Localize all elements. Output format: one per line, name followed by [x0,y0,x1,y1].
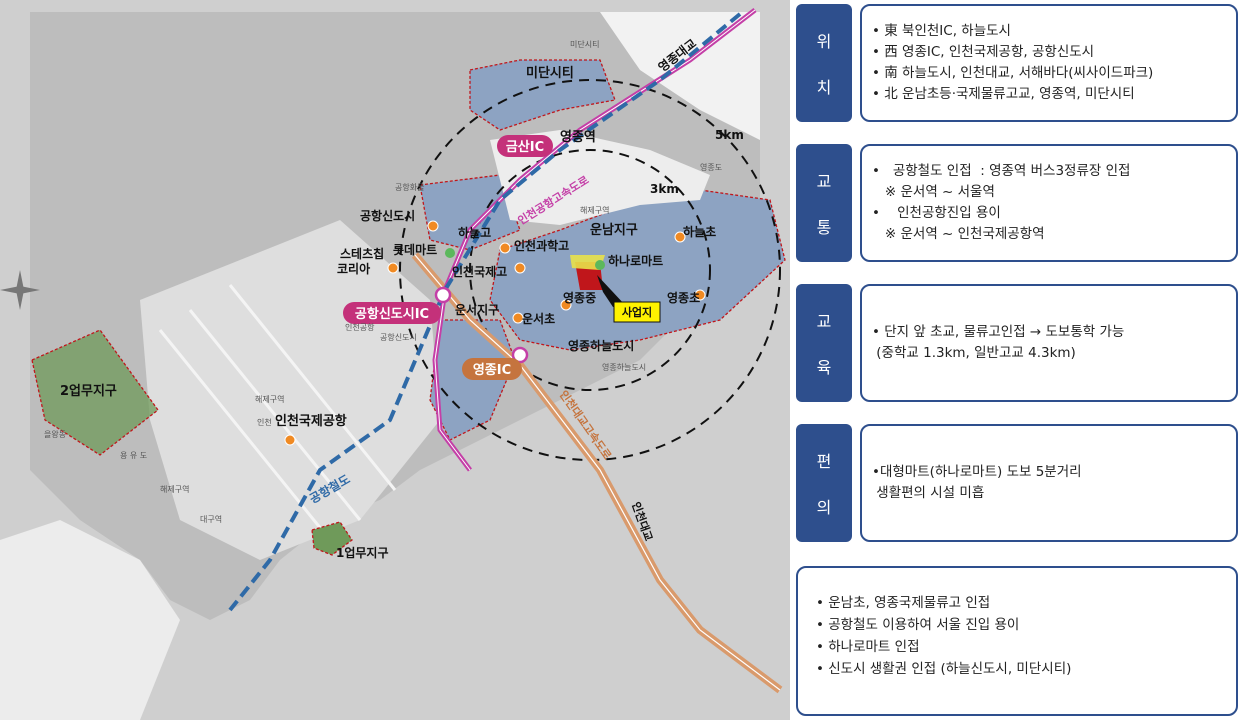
incheon-airport-label: 인천국제공항 [275,413,347,429]
yeongjong-ic-label: 영종IC [473,363,511,378]
incheon-intl-high-label: 인천국제고 [452,264,507,279]
panel-line: •대형마트(하나로마트) 도보 5분거리 [872,464,1082,480]
business-zone-1-label: 1업무지구 [336,545,389,560]
unnam-district-label: 운남지구 [590,222,638,238]
haeje-zone2-label: 해제구역 [255,394,284,404]
business-zone-2-label: 2업무지구 [60,384,117,399]
airport-railway-line [228,12,742,612]
airport-newtown-ic-ring [434,286,452,304]
unseo-elem-label: 운서초 [522,311,555,326]
sea-north [600,12,760,140]
radius-3km-label: 3km [650,182,679,196]
convenience-panel: 편 의 •대형마트(하나로마트) 도보 5분거리 생활편의 시설 미흡 [796,424,1240,542]
panel-line: • 인천공항진입 용이 [872,205,1001,221]
transport-panel: 교 통 • 공항철도 인접 : 영종역 버스3정류장 인접 ※ 운서역 ~ 서울… [796,144,1240,262]
radius-3km-circle [469,149,711,391]
incheon-science-high-label: 인천과학고 [514,238,569,253]
geumsan-ic-pill [497,135,553,157]
site-label: 사업지 [622,305,652,319]
radius-5km-label: 5km [715,128,744,142]
airport-small-label: 인천 [257,417,272,427]
site-label-box [613,301,661,323]
site-arrow [597,275,625,307]
unseo-district-label: 운서지구 [455,302,499,317]
yeongjong-ic-ring [511,346,529,364]
location-category: 위 치 [796,4,852,122]
haeje-right-label: 해제구역 [160,484,189,494]
panel-line: • 단지 앞 초교, 물류고인접 → 도보통학 가능 [872,324,1125,340]
yongyu-label: 용 유 도 [120,451,147,460]
steitchip-label: 스테츠칩 [340,246,384,261]
yeongjong-middle-label: 영종중 [563,290,596,305]
panel-line: ※ 운서역 ~ 서울역 [872,184,995,200]
yeongjong-elem-label: 영종초 [667,290,700,305]
education-panel: 교 육 • 단지 앞 초교, 물류고인접 → 도보통학 가능 (중학교 1.3k… [796,284,1240,402]
airport-town-label: 인천공항 [345,322,375,332]
airport-newtown-zone [419,174,521,251]
korea-label: 코리아 [337,261,370,276]
geumsan-ic-label: 금산IC [506,139,544,155]
yeongjong-ic-pill [462,358,522,380]
yeongjong-haneul-city-label: 영종하늘도시 [568,338,634,353]
panel-line: • 西 영종IC, 인천국제공항, 공항신도시 [872,44,1095,60]
summary-line: • 하나로마트 인접 [816,639,920,655]
panel-line: • 공항철도 인접 : 영종역 버스3정류장 인접 [872,163,1131,179]
lotte-mart-pin [445,248,455,258]
transport-content: • 공항철도 인접 : 영종역 버스3정류장 인접 ※ 운서역 ~ 서울역 • … [860,144,1238,262]
panel-line: • 南 하늘도시, 인천대교, 서해바다(씨사이드파크) [872,65,1154,81]
summary-box: • 운남초, 영종국제물류고 인접 • 공항철도 이용하여 서울 진입 용이 •… [796,566,1238,716]
midan-city-zone [469,59,616,131]
panel-line: (중학교 1.3km, 일반고교 4.3km) [872,345,1076,361]
airport-newtown-ic-label: 공항신도시IC [355,306,429,322]
eulwangdong-label: 을왕동 [44,430,66,439]
transport-category: 교 통 [796,144,852,262]
summary-line: • 공항철도 이용하여 서울 진입 용이 [816,617,1020,633]
business-zone-2-area [31,329,159,456]
lotte-mart-label: 롯데마트 [393,242,437,257]
poi-markers [284,220,706,446]
education-content: • 단지 앞 초교, 물류고인접 → 도보통학 가능 (중학교 1.3km, 일… [860,284,1238,402]
convenience-content: •대형마트(하나로마트) 도보 5분거리 생활편의 시설 미흡 [860,424,1238,542]
midan-city-label: 미단시티 [526,65,574,81]
panel-line: • 北 운남초등·국제물류고교, 영종역, 미단시티 [872,86,1135,102]
panel-line: 생활편의 시설 미흡 [872,485,985,501]
haneul-elem-label: 하늘초 [683,224,716,239]
location-panel: 위 치 • 東 북인천IC, 하늘도시 • 西 영종IC, 인천국제공항, 공항… [796,4,1240,122]
yeongjong-ic-zone [429,319,516,441]
airport-newtown-label: 공항신도시 [360,208,415,223]
summary-line: • 신도시 생활권 인접 (하늘신도시, 미단시티) [816,661,1072,677]
yeongjong-station-label: 영종역 [560,129,596,145]
business-zone-1-area [311,521,353,556]
expressway-center-line [414,254,781,691]
hanaro-mart-label: 하나로마트 [608,253,663,268]
daegu-station-label: 대구역 [200,514,222,524]
panel-line: • 東 북인천IC, 하늘도시 [872,23,1011,39]
midan-city-small-label: 미단시티 [570,39,599,49]
airport-city-small-label: 공항신도시 [380,333,417,342]
haneul-small-label: 영종하늘도시 [602,362,646,372]
summary-line: • 운남초, 영종국제물류고 인접 [816,595,991,611]
location-map: 사업지 금산IC 공항신도시IC 영종IC 미단시티 미단시티 영종대교 영종역… [0,0,790,720]
location-content: • 東 북인천IC, 하늘도시 • 西 영종IC, 인천국제공항, 공항신도시 … [860,4,1238,122]
airport-newtown-ic-pill [343,302,441,324]
yeongjong-small-label: 영종도 [700,162,722,172]
convenience-category: 편 의 [796,424,852,542]
hanaro-mart-pin [595,260,605,270]
category-char: 치 [816,78,832,97]
compass-icon [0,270,40,310]
category-char: 육 [816,358,832,377]
category-char: 교 [816,312,832,331]
airport-town-small-label: 공항화물 [395,183,424,192]
category-char: 의 [816,498,832,517]
education-category: 교 육 [796,284,852,402]
category-char: 통 [816,218,832,237]
haneul-high-label: 하늘고 [458,225,491,240]
category-char: 교 [816,172,832,191]
panel-line: ※ 운서역 ~ 인천국제공항역 [872,226,1045,242]
sea-west [0,520,180,720]
category-char: 편 [816,452,832,471]
category-char: 위 [816,32,832,51]
haeje-zone-label: 해제구역 [580,205,609,215]
